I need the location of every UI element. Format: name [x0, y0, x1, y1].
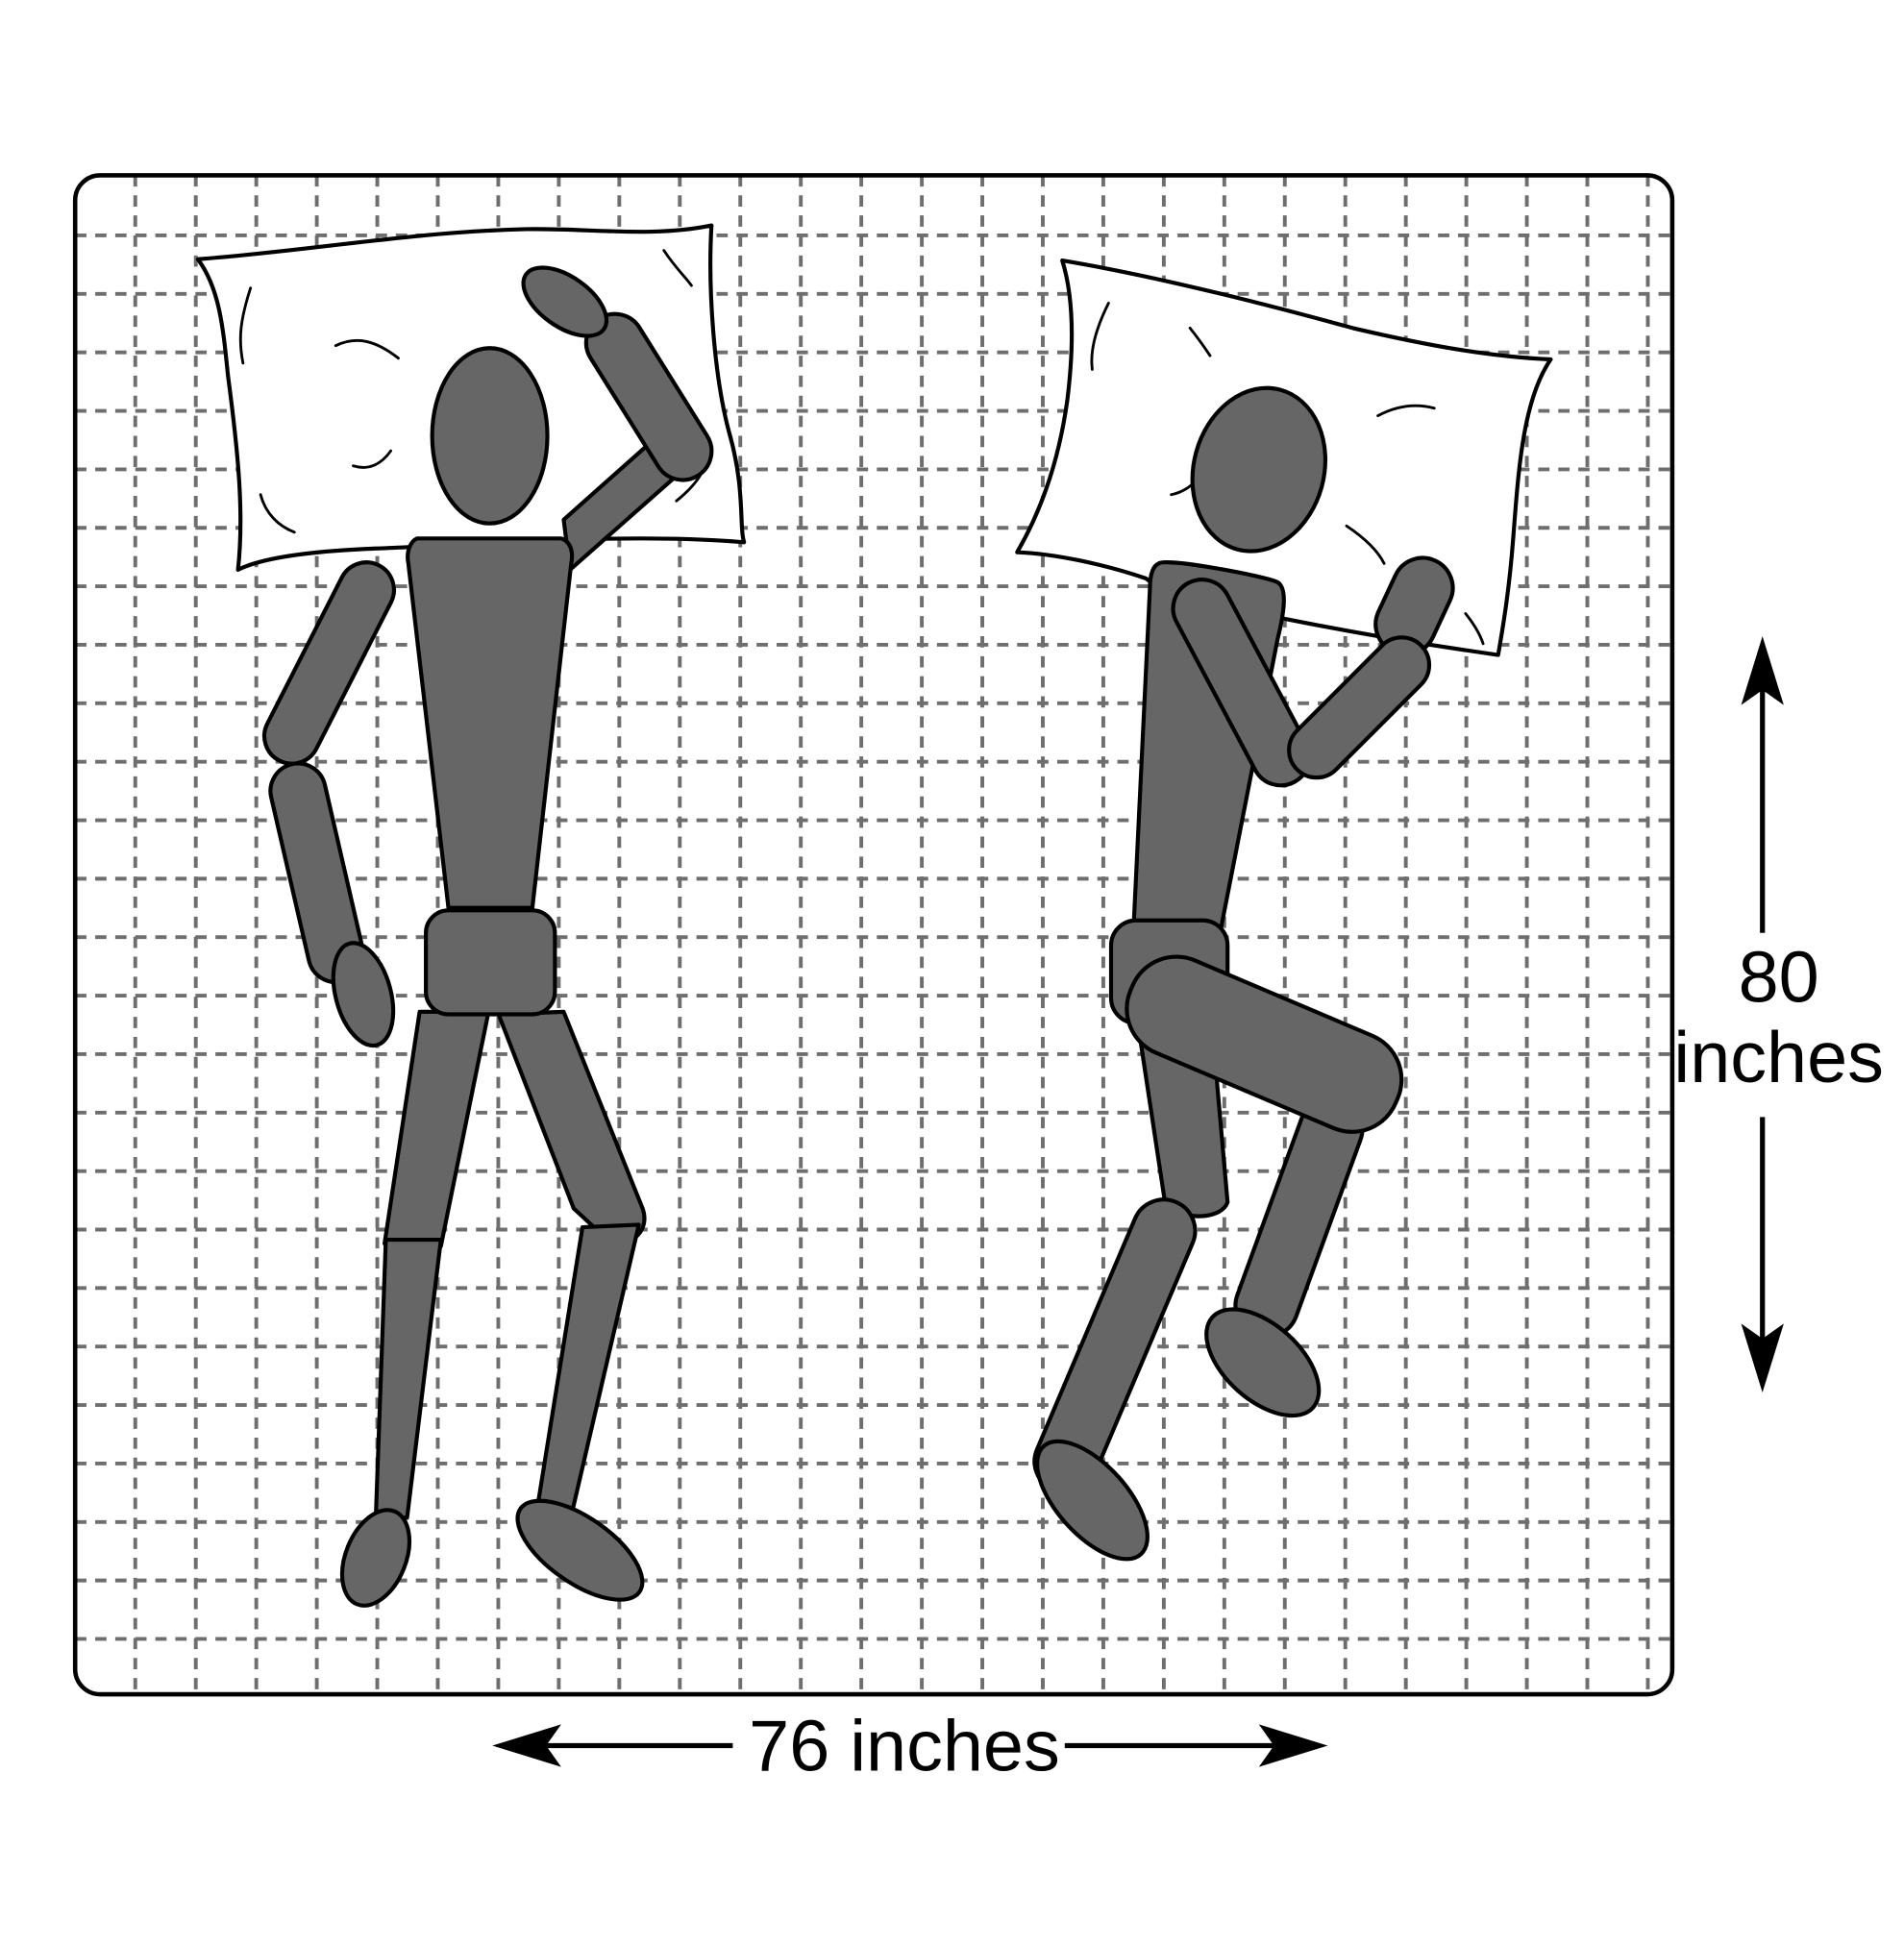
right-figure-upper-arm: [1171, 578, 1312, 788]
height-dimension: 80 inches: [1673, 635, 1884, 1393]
left-figure-torso: [406, 536, 575, 910]
height-arrow-up-icon: [1741, 635, 1784, 705]
right-figure-foot-front: [1204, 1307, 1322, 1418]
width-label: 76 inches: [749, 1707, 1060, 1787]
mattress-outline: [72, 173, 1675, 1697]
right-figure-forearm: [1287, 635, 1432, 780]
width-dimension: 76 inches: [492, 1707, 1328, 1787]
width-arrow-right-icon: [1258, 1724, 1328, 1767]
left-figure-hips: [424, 908, 557, 1017]
height-arrow-down-icon: [1741, 1323, 1784, 1393]
right-sleeper-figure: [1032, 385, 1455, 1562]
left-figure-upper-arm-left: [261, 560, 396, 766]
right-figure-thigh-front: [1125, 954, 1404, 1134]
height-unit: inches: [1673, 1018, 1883, 1098]
right-figure-head: [1190, 385, 1328, 554]
height-value: 80: [1739, 937, 1819, 1018]
left-sleeper-figure: [261, 265, 714, 1608]
width-arrow-left-icon: [492, 1724, 561, 1767]
left-figure-hand-right: [521, 265, 609, 338]
right-figure-foot-back: [1034, 1439, 1150, 1562]
left-figure-foot-left: [339, 1508, 412, 1608]
left-figure-head: [430, 346, 550, 526]
left-figure-hand-left: [331, 941, 396, 1048]
left-figure-foot-right: [515, 1498, 645, 1602]
left-figure-shin-left: [373, 1237, 443, 1520]
